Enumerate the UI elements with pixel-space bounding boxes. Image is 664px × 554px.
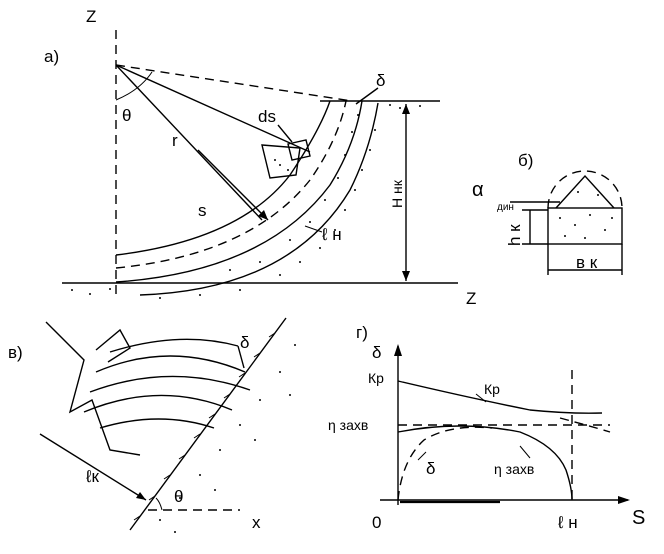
stone-top-box (95, 328, 131, 363)
r-arrowhead (258, 210, 268, 220)
height-arrowhead-bottom (402, 271, 410, 281)
layer-arc-4 (99, 418, 215, 429)
kp-axis-label: Кр (368, 370, 384, 386)
panel-g-label: г) (356, 323, 368, 342)
origin-label: 0 (372, 513, 381, 532)
axis-delta-arrowhead (394, 344, 402, 356)
ds-box (287, 139, 311, 161)
radius-line (115, 64, 311, 153)
panel-a: Z Z а) θ r ds s ℓ н δ Н нк (44, 7, 476, 308)
delta-label-v: δ (240, 333, 249, 352)
curve-kp (397, 380, 603, 414)
cross-section-rect (547, 207, 623, 245)
delta-arrow (355, 87, 379, 105)
height-arrowhead-top (402, 104, 410, 114)
theta-label-v: θ (174, 487, 183, 506)
axis-z-right: Z (466, 289, 476, 308)
axis-delta-label: δ (372, 343, 381, 362)
axis-s-label: S (632, 507, 645, 529)
panel-a-label: а) (44, 47, 59, 66)
ln-pointer (304, 225, 323, 233)
eta-axis-label: η захв (328, 417, 368, 433)
soil-dots-a (71, 104, 421, 299)
layer-arc-top (109, 338, 239, 353)
eta-curve-label: η захв (494, 461, 534, 477)
bk-label: в к (576, 253, 598, 272)
hk-label: h к (505, 224, 524, 246)
theta-label: θ (122, 106, 131, 125)
lk-label: ℓк (85, 467, 99, 486)
ds-arrow (277, 124, 293, 143)
delta-pointer-v (237, 345, 245, 369)
layer-arc-2 (89, 375, 251, 393)
alpha-subscript: дин (497, 202, 514, 213)
kp-curve-pointer (475, 393, 487, 403)
r-label: r (172, 131, 178, 150)
curve-delta (397, 426, 493, 501)
delta-curve-pointer (417, 451, 427, 461)
s-label: s (198, 201, 207, 220)
panel-g: г) δ Кр Кр η захв η захв δ 0 ℓ н S (328, 323, 645, 532)
ds-element (261, 144, 301, 179)
top-dashed-line (115, 64, 353, 102)
layer-arc-1 (95, 355, 246, 373)
delta-label-a: δ (376, 71, 385, 90)
axis-z-top: Z (86, 7, 96, 26)
r-arrow (197, 149, 269, 221)
panel-v-label: в) (8, 343, 23, 362)
slope-line (129, 317, 287, 531)
stone-outline (45, 321, 141, 456)
theta-arc (115, 71, 153, 101)
middle-dashed-arc (115, 100, 347, 269)
alpha-label: α (472, 179, 484, 201)
soil-dots-b (559, 191, 613, 239)
layer-arc-3 (83, 394, 233, 413)
outermost-arc (139, 102, 379, 296)
radius-line-2 (115, 64, 263, 221)
panel-v: в) δ ℓк θ x (8, 317, 296, 533)
ds-label: ds (258, 107, 276, 126)
outer-arc (115, 100, 363, 283)
cross-section-triangle (555, 174, 615, 209)
ln-label: ℓ н (321, 225, 342, 244)
cross-section-dashed-arc (547, 170, 623, 209)
panel-b-label: б) (518, 151, 533, 170)
theta-arc-v (155, 497, 163, 511)
lk-arrow (39, 433, 147, 501)
curve-eta (397, 425, 573, 501)
axis-s-arrowhead (618, 496, 630, 504)
ln-axis-label: ℓ н (557, 513, 578, 532)
lk-arrowhead (136, 492, 146, 500)
eta-curve-pointer (519, 445, 531, 459)
panel-b: б) α дин h к в к (472, 151, 623, 275)
kp-curve-label: Кр (484, 381, 500, 397)
soil-dots-v (159, 344, 296, 533)
slope-hatching (133, 332, 276, 521)
h-nk-label: Н нк (389, 179, 405, 208)
delta-curve-label: δ (426, 459, 435, 478)
inner-arc (115, 100, 331, 256)
x-label-v: x (252, 513, 261, 532)
curve-kp-tail (559, 417, 611, 433)
